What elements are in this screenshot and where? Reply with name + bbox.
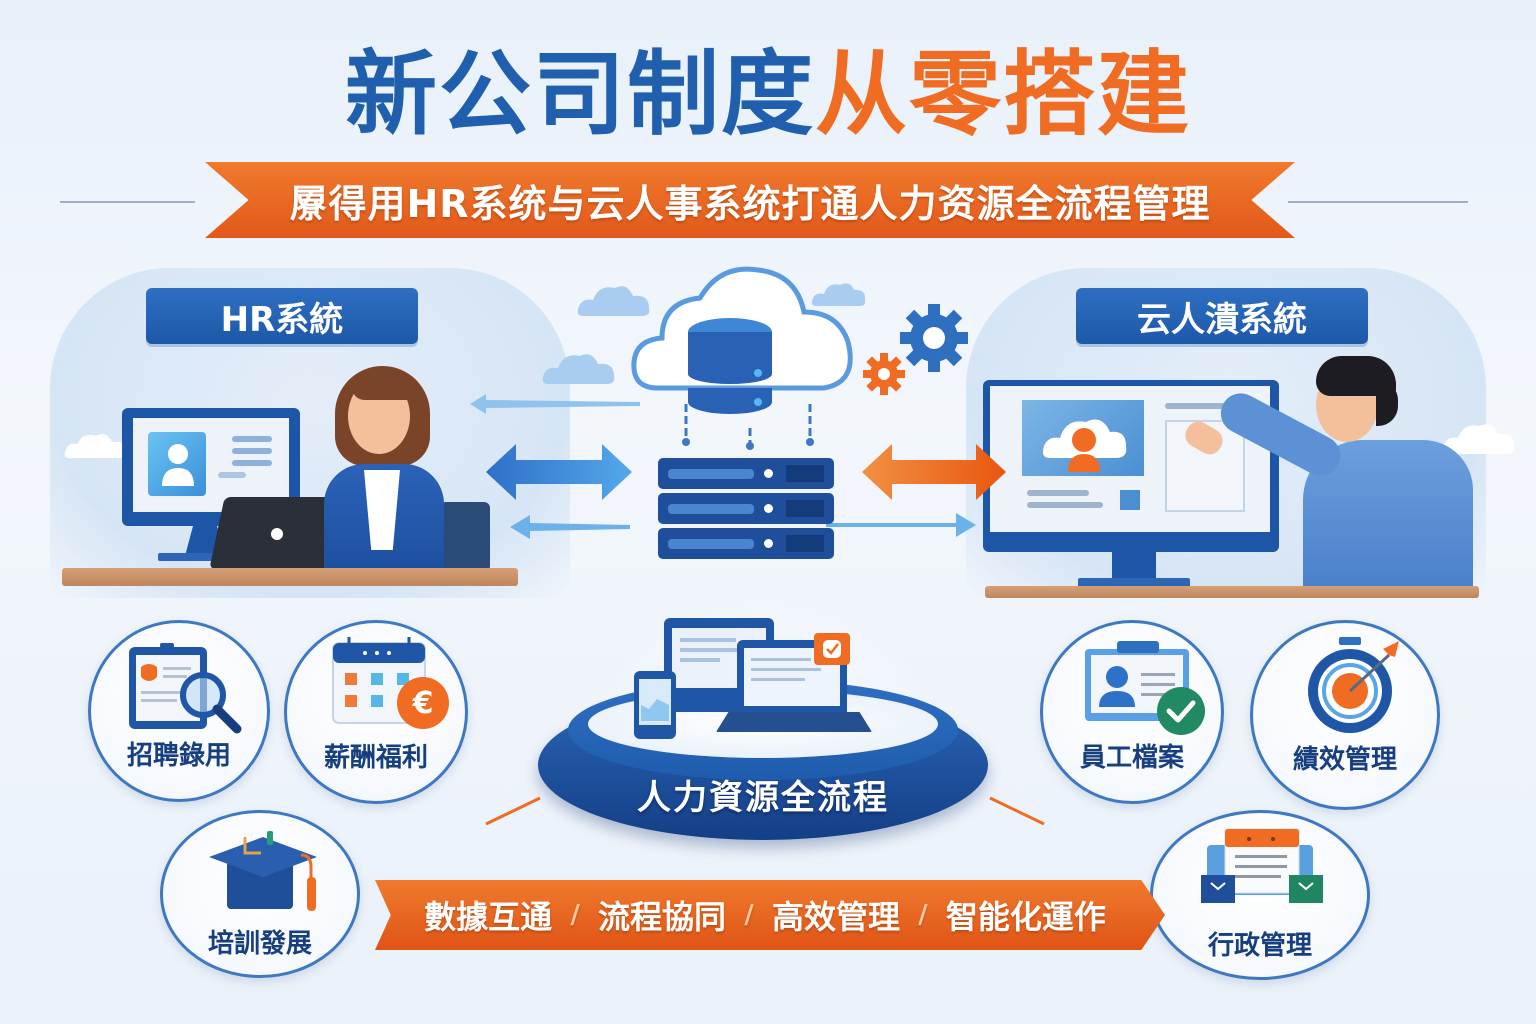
graduation-cap-icon [209, 831, 317, 911]
calendar-euro-icon: € [332, 637, 449, 729]
feature-label: 薪酬福利 [323, 743, 428, 773]
feature-employee-records[interactable]: 員工檔案 [1040, 620, 1224, 804]
feature-label: 員工檔案 [1079, 743, 1184, 773]
feature-performance[interactable]: 績效管理 [1250, 620, 1440, 810]
platform-label: 人力資源全流程 [637, 778, 889, 818]
subtitle-text: 屪得用HR系统与云人事系统打通人力资源全流程管理 [289, 181, 1211, 226]
laptop-keyboard-icon [716, 712, 872, 732]
connection-lines [682, 404, 814, 450]
right-desk [985, 586, 1479, 598]
screen-line [232, 436, 272, 442]
feature-administration[interactable]: 行政管理 [1150, 810, 1370, 980]
checklist-badge-icon [814, 633, 850, 665]
cloud-hr-system-label-text: 云人潰系統 [1137, 299, 1307, 340]
thin-arrow-right-icon [826, 513, 976, 537]
double-arrow-blue-icon [486, 444, 632, 500]
hr-system-label-text: HR系統 [220, 299, 344, 340]
cloud-icon [1442, 424, 1515, 454]
monitor-stand [1112, 552, 1156, 580]
gear-icon [900, 304, 968, 372]
monitor-base [1078, 578, 1190, 588]
id-card-check-icon [1085, 641, 1205, 735]
gear-icon-orange [863, 353, 905, 395]
thin-arrow-left-icon [510, 515, 630, 539]
user-avatar-icon [162, 444, 194, 486]
screen-line [1027, 490, 1089, 496]
cloud-icon [64, 434, 127, 458]
woman-fringe [352, 378, 412, 400]
title-blue-part: 新公司制度 [344, 41, 815, 148]
feature-recruiting[interactable]: 招聘錄用 [88, 620, 270, 802]
screen-line [218, 472, 246, 478]
left-desk [62, 568, 518, 586]
banner-separator: / [918, 900, 928, 930]
thin-arrow-left-icon [470, 394, 640, 414]
screen-button [1120, 490, 1140, 510]
svg-text:€: € [412, 686, 434, 721]
feature-training[interactable]: 培訓發展 [160, 810, 360, 978]
cloud-icon [812, 283, 866, 306]
database-icon [688, 318, 772, 414]
resume-search-icon [129, 643, 242, 734]
screen-line [1165, 403, 1245, 409]
bottom-banner: 數據互通 / 流程協同 / 高效管理 / 智能化運作 [375, 880, 1165, 950]
title-orange-part: 从零搭建 [815, 41, 1192, 148]
feature-label: 績效管理 [1292, 745, 1397, 775]
ribbon-left-line [60, 201, 195, 203]
calendar-mail-icon [1201, 828, 1323, 903]
cloud-icon [542, 354, 615, 384]
cloud-hr-system-label: 云人潰系統 [1076, 288, 1368, 344]
server-stack-icon [658, 458, 834, 560]
ribbon-right-line [1288, 201, 1468, 203]
feature-label: 行政管理 [1207, 931, 1312, 961]
banner-item: 高效管理 [771, 898, 900, 936]
man-hair-back [1376, 380, 1398, 426]
screen-line [1027, 502, 1103, 508]
cloud-user-icon [1042, 419, 1127, 472]
double-arrow-orange-icon [862, 444, 1006, 500]
hr-system-label: HR系統 [146, 288, 418, 344]
subtitle-ribbon: 屪得用HR系统与云人事系统打通人力资源全流程管理 [205, 162, 1295, 238]
banner-item: 流程協同 [598, 898, 727, 936]
screen-line [232, 460, 272, 466]
banner-separator: / [570, 900, 580, 930]
page-title: 新公司制度从零搭建 [0, 40, 1536, 150]
cloud-icon [577, 286, 650, 316]
feature-label: 培訓發展 [207, 929, 312, 959]
banner-separator: / [744, 900, 754, 930]
banner-item: 數據互通 [424, 898, 553, 936]
target-icon [1308, 637, 1399, 733]
laptop-logo [271, 528, 283, 540]
feature-payroll[interactable]: € 薪酬福利 [284, 620, 468, 804]
phone-icon [634, 671, 676, 739]
feature-label: 招聘錄用 [126, 741, 231, 771]
banner-item: 智能化運作 [945, 898, 1106, 936]
platform-orange-lines [485, 796, 1045, 826]
screen-line [232, 448, 272, 454]
office-chair [440, 502, 490, 572]
monitor-base [158, 553, 238, 561]
